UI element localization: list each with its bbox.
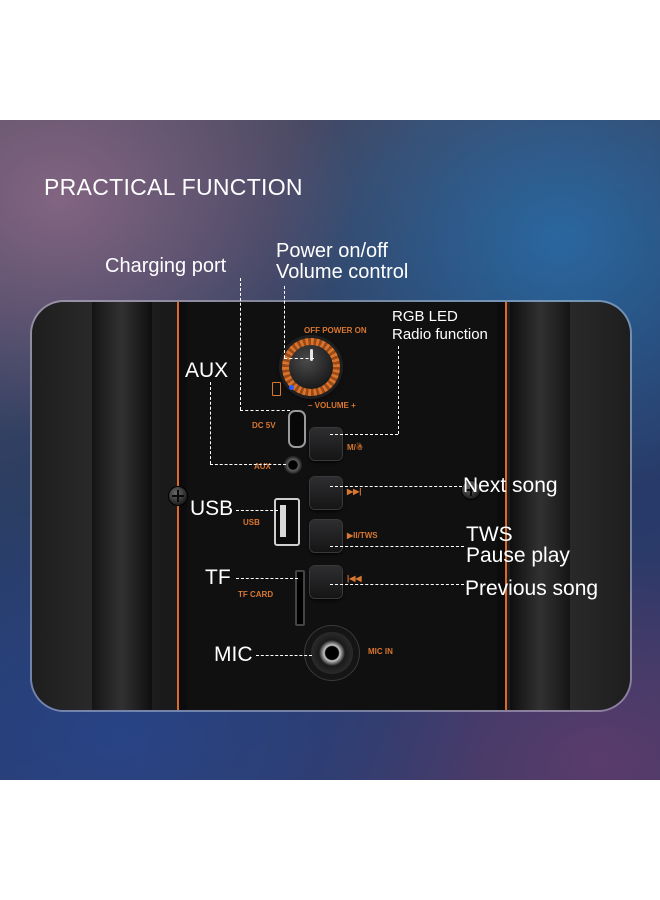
leader-line (240, 278, 241, 410)
rgb-callout-line1: RGB LED (392, 308, 458, 325)
volume-label: – VOLUME + (308, 401, 356, 410)
screw-icon (461, 480, 481, 500)
charging-port-callout: Charging port (105, 255, 227, 277)
knob-cap (289, 345, 333, 389)
play-tws-label: ▶II/TWS (347, 531, 378, 540)
mode-label: M/☃ (347, 443, 364, 452)
leader-line (284, 286, 285, 358)
usb-port[interactable] (274, 498, 300, 546)
next-label: ▶▶| (347, 487, 362, 496)
leader-line (236, 578, 298, 579)
usb-panel-label: USB (243, 518, 260, 527)
side-groove-right (510, 302, 570, 710)
tf-card-slot[interactable] (295, 570, 305, 626)
mic-jack[interactable] (311, 632, 353, 674)
leader-line (330, 434, 398, 435)
power-switch-label: OFF POWER ON (304, 326, 367, 335)
mic-in-label: MIC IN (368, 647, 393, 656)
leader-line (256, 655, 312, 656)
usb-callout: USB (190, 497, 234, 520)
aux-panel-label: AUX (254, 462, 271, 471)
leader-line (330, 486, 462, 487)
leader-line (236, 510, 278, 511)
page-heading: PRACTICAL FUNCTION (44, 174, 303, 200)
leader-line (240, 410, 290, 411)
power-callout-line2: Volume control (276, 261, 409, 283)
knob-indicator (310, 349, 313, 361)
tf-card-label: TF CARD (238, 590, 274, 599)
usb-c-charging-port[interactable] (288, 410, 306, 448)
led-indicator (289, 385, 294, 390)
previous-song-callout: Previous song (465, 577, 599, 600)
prev-label: |◀◀ (347, 574, 362, 583)
pause-play-callout: Pause play (466, 544, 570, 567)
leader-line (210, 464, 286, 465)
screw-icon (168, 486, 188, 506)
side-groove-left (92, 302, 152, 710)
rgb-callout-line2: Radio function (392, 326, 488, 343)
power-callout-line1: Power on/off (276, 240, 388, 262)
leader-line (398, 346, 399, 434)
mic-callout: MIC (214, 643, 253, 666)
previous-button[interactable] (310, 566, 342, 598)
leader-line (284, 358, 314, 359)
leader-line (330, 546, 464, 547)
aux-callout: AUX (185, 359, 229, 382)
leader-line (330, 584, 464, 585)
next-song-callout: Next song (463, 474, 558, 497)
product-photo: PRACTICAL FUNCTION OFF POWER ON – VOLUME… (0, 120, 660, 780)
dc-label: DC 5V (252, 421, 276, 430)
tws-callout: TWS (466, 523, 513, 546)
aux-jack[interactable] (284, 456, 302, 474)
volume-knob[interactable] (282, 338, 340, 396)
mode-button[interactable] (310, 428, 342, 460)
play-pause-tws-button[interactable] (310, 520, 342, 552)
light-bulb-icon: ☃ (355, 443, 364, 452)
battery-icon (272, 382, 281, 396)
leader-line (210, 382, 211, 464)
tf-callout: TF (205, 566, 231, 589)
next-button[interactable] (310, 477, 342, 509)
